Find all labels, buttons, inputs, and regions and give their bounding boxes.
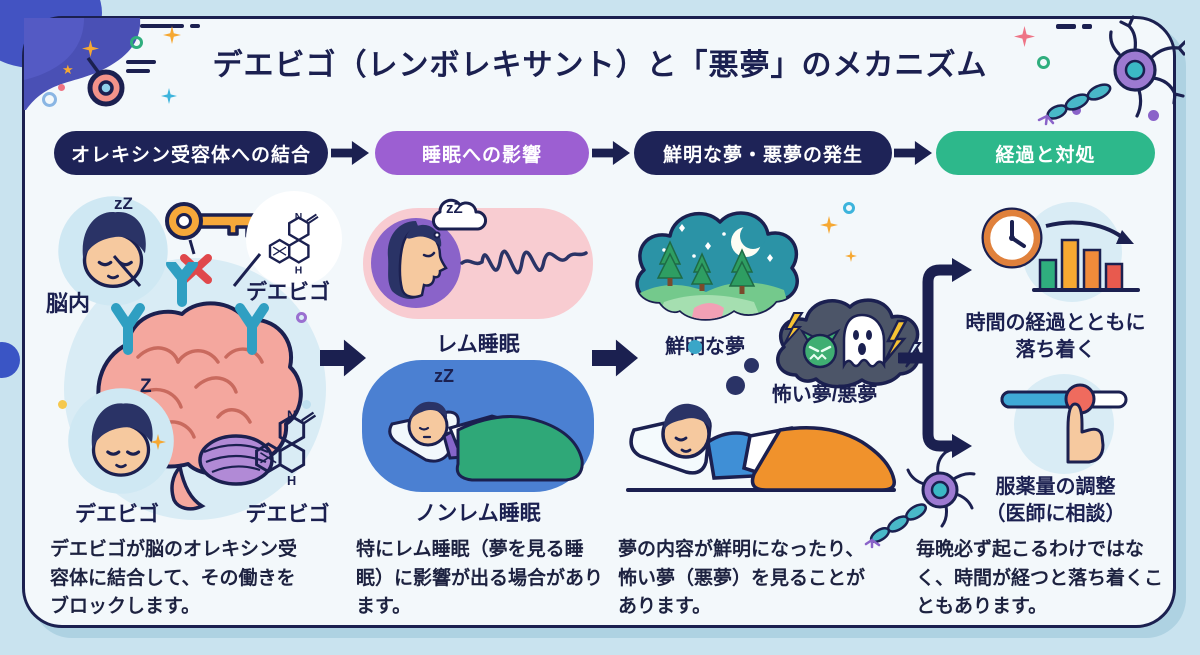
star-icon: ★	[62, 62, 74, 77]
purple-ring	[296, 312, 307, 323]
lightning-icon	[783, 312, 804, 346]
green-ring	[1037, 56, 1050, 69]
step-pill-sleep: 睡眠への影響	[375, 131, 589, 175]
yellow-dot	[58, 400, 67, 409]
connector-lines	[112, 253, 262, 287]
sleeping-person-icon	[626, 403, 896, 492]
page-title: デエビゴ（レンボレキサント）と「悪夢」のメカニズム	[212, 49, 988, 82]
label-dose-line1: 服薬量の調整	[995, 476, 1116, 498]
label-time-line1: 時間の経過とともに	[965, 312, 1146, 334]
blue-dot	[302, 400, 311, 409]
monster-icon	[799, 328, 841, 369]
label-dayvigo-top: デエビゴ	[246, 281, 330, 304]
time-chart-icon	[981, 202, 1140, 302]
label-nonrem: ノンレム睡眠	[415, 502, 541, 525]
deco-dash	[140, 24, 184, 28]
rem-wave-icon	[460, 249, 588, 275]
label-dose-line2: （医師に相談）	[985, 503, 1126, 525]
clock-icon	[981, 207, 1043, 269]
neuron-icon	[1037, 15, 1185, 126]
receptor-icon	[111, 262, 269, 355]
label-vivid-dream: 鮮明な夢	[665, 336, 745, 358]
deco-dash	[1056, 24, 1076, 29]
molecule-circle-icon	[246, 191, 342, 287]
zzz-cloud-icon	[431, 198, 487, 239]
tree-icon	[656, 240, 756, 294]
caption-dreams: 夢の内容が鮮明になったり、怖い夢（悪夢）を見ることがあります。	[618, 539, 866, 617]
rem-sleep-icon	[363, 208, 593, 319]
zzz-text: Z	[140, 376, 152, 397]
label-nightmare: 怖い夢/悪夢	[771, 384, 878, 406]
deco-dash	[126, 60, 156, 64]
dose-slider-icon	[1000, 374, 1128, 474]
thought-dot	[726, 376, 745, 395]
deco-dash	[126, 69, 150, 73]
label-dayvigo-right: デエビゴ	[245, 503, 330, 526]
caption-sleep: 特にレム睡眠（夢を見る睡眠）に影響が出る場合があります。	[356, 539, 604, 617]
purple-dot	[1072, 106, 1081, 115]
label-time-line2: 落ち着く	[1015, 339, 1096, 361]
deco-dash	[190, 24, 200, 28]
receptor-pin-icon	[86, 56, 125, 107]
label-rem: レム睡眠	[436, 333, 520, 356]
pointing-finger-icon	[1066, 402, 1105, 464]
step-pill-binding: オレキシン受容体への結合	[54, 131, 328, 175]
label-brain-inside: 脳内	[46, 291, 91, 316]
green-ring	[130, 36, 143, 49]
purple-dot	[1148, 110, 1159, 121]
label-time-course: 時間の経過とともに 落ち着く	[938, 310, 1173, 364]
thought-dot	[688, 340, 702, 354]
step-pill-dreams: 鮮明な夢・悪夢の発生	[634, 131, 892, 175]
nonrem-sleep-icon	[362, 360, 594, 492]
step-pill-course: 経過と対処	[936, 131, 1155, 175]
label-dayvigo-left: デエビゴ	[75, 503, 159, 526]
declining-bar-chart-icon	[1032, 220, 1140, 292]
teal-ring	[843, 202, 855, 214]
corner-blob-icon	[24, 18, 141, 110]
zzz-text: zZ	[446, 200, 463, 217]
lightning-icon	[882, 319, 909, 364]
label-dose-adjust: 服薬量の調整 （医師に相談）	[938, 474, 1173, 528]
nightmare-cloud-icon	[776, 298, 922, 389]
branch-bracket-icon	[898, 258, 972, 458]
ghost-icon	[842, 313, 886, 370]
blue-ring	[42, 92, 57, 107]
zzz-text: zZ	[114, 194, 133, 213]
caption-course: 毎晩必ず起こるわけではなく、時間が経つと落ち着くこともあります。	[916, 539, 1164, 617]
deco-dash	[1082, 24, 1092, 29]
neuron-icon	[864, 444, 976, 549]
zzz-text: zZ	[434, 366, 454, 386]
molecule-icon	[236, 390, 336, 498]
pink-dot	[58, 84, 65, 91]
caption-binding: デエビゴが脳のオレキシン受容体に結合して、その働きをブロックします。	[50, 539, 298, 617]
dream-cloud-icon	[635, 211, 799, 321]
thought-dot	[744, 358, 759, 373]
left-edge-dot	[0, 342, 20, 378]
